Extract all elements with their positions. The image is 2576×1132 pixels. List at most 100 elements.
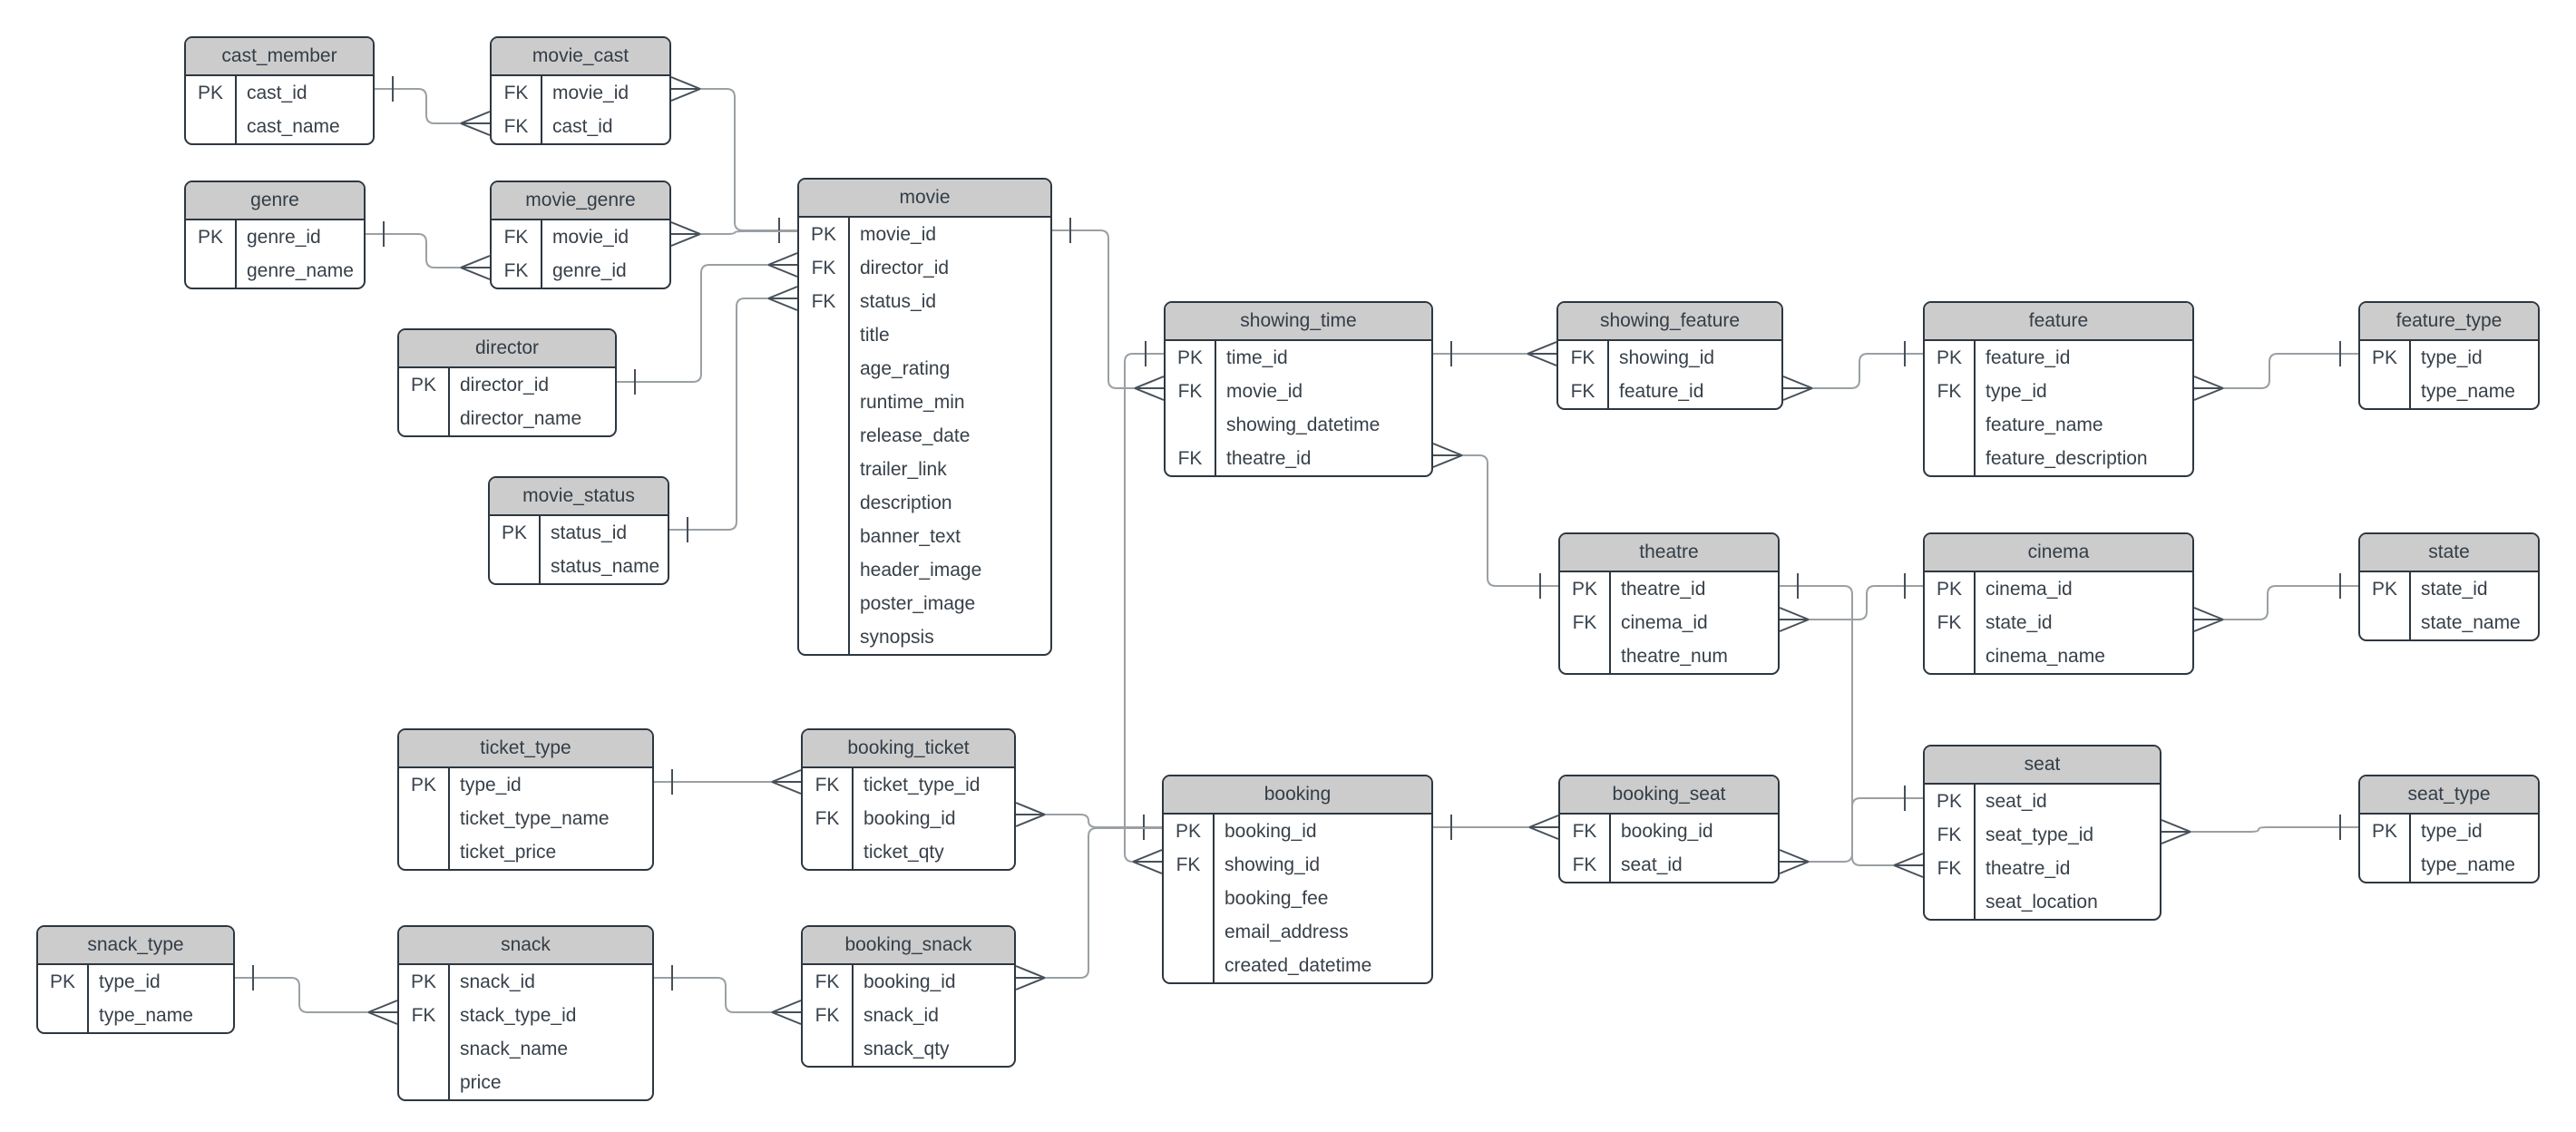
entity-title: seat_type	[2360, 776, 2538, 815]
key-badge: PK	[1925, 572, 1976, 606]
attribute-name: movie_id	[860, 224, 937, 245]
entity-title: theatre	[1560, 534, 1778, 572]
key-badge: FK	[1925, 852, 1976, 885]
cardinality-marker	[1527, 353, 1557, 366]
attribute-name: state_id	[1986, 612, 2053, 633]
attribute-name: booking_id	[864, 808, 956, 829]
key-badge: PK	[799, 218, 850, 251]
key-badge	[799, 453, 850, 486]
relationship-line	[671, 88, 797, 231]
cardinality-marker	[771, 1000, 802, 1013]
entity-row: trailer_link	[799, 453, 1050, 486]
attribute-name: ticket_price	[460, 842, 557, 863]
relationship-line	[1780, 797, 1923, 863]
cardinality-marker	[1782, 387, 1813, 401]
attribute-name: price	[460, 1072, 502, 1093]
key-badge	[799, 553, 850, 587]
cardinality-marker	[2193, 387, 2224, 401]
attribute-name: time_id	[1226, 347, 1288, 368]
cardinality-marker	[670, 76, 701, 90]
key-badge: FK	[1166, 375, 1216, 408]
key-badge: PK	[38, 965, 89, 999]
cardinality-marker	[1432, 454, 1463, 468]
key-badge	[799, 520, 850, 553]
key-badge: PK	[1166, 341, 1216, 375]
attribute-name: theatre_num	[1621, 646, 1728, 667]
cardinality-marker	[771, 769, 802, 783]
key-badge	[1166, 408, 1216, 442]
entity-title: showing_time	[1166, 303, 1431, 341]
attribute-name: booking_id	[864, 971, 956, 992]
key-badge: PK	[1925, 341, 1976, 375]
key-badge	[1164, 949, 1215, 982]
key-badge: PK	[1560, 572, 1611, 606]
key-badge: FK	[492, 110, 542, 143]
cardinality-marker	[670, 233, 701, 247]
entity-row: price	[399, 1066, 652, 1099]
key-badge: PK	[399, 768, 450, 802]
entity-row: state_name	[2360, 606, 2538, 639]
entity-title: booking_snack	[803, 927, 1014, 965]
entity-title: cast_member	[186, 38, 373, 76]
cardinality-marker	[1779, 619, 1810, 632]
entity-row: cinema_name	[1925, 639, 2192, 673]
cardinality-marker	[1779, 861, 1810, 874]
key-badge	[799, 318, 850, 352]
key-badge	[803, 1032, 854, 1066]
attribute-name: seat_id	[1986, 791, 2047, 812]
key-badge	[186, 254, 237, 288]
key-badge	[186, 110, 237, 143]
relationship-line	[2194, 353, 2358, 389]
attribute-name: genre_id	[247, 227, 321, 248]
entity-row: theatre_num	[1560, 639, 1778, 673]
entity-row: snack_qty	[803, 1032, 1014, 1066]
key-badge	[1925, 885, 1976, 919]
key-badge	[1925, 442, 1976, 475]
entity-row: feature_name	[1925, 408, 2192, 442]
cardinality-marker	[1782, 376, 1813, 389]
entity-row: snack_name	[399, 1032, 652, 1066]
attribute-name: seat_location	[1986, 892, 2098, 912]
attribute-name: theatre_id	[1621, 579, 1706, 600]
relationship-line	[1016, 827, 1162, 979]
key-badge: FK	[399, 999, 450, 1032]
entity-row: feature_description	[1925, 442, 2192, 475]
cardinality-marker	[670, 88, 701, 102]
attribute-name: cinema_id	[1986, 579, 2073, 600]
attribute-name: cast_name	[247, 116, 340, 137]
attribute-name: genre_name	[247, 260, 354, 281]
entity-title: showing_feature	[1558, 303, 1781, 341]
key-badge: PK	[2360, 341, 2411, 375]
entity-row: PK genre_id	[186, 220, 364, 254]
attribute-name: booking_fee	[1225, 888, 1329, 909]
key-badge	[799, 486, 850, 520]
entity-row: FK theatre_id	[1925, 852, 2160, 885]
key-badge: PK	[186, 220, 237, 254]
key-badge: FK	[1558, 375, 1609, 408]
attribute-name: theatre_id	[1986, 858, 2071, 879]
attribute-name: director_name	[460, 408, 582, 429]
relationship-line	[1783, 353, 1923, 389]
entity-title: movie	[799, 180, 1050, 218]
attribute-name: ticket_type_name	[460, 808, 610, 829]
attribute-name: cast_id	[247, 83, 307, 103]
entity-row: genre_name	[186, 254, 364, 288]
entity-row: ticket_price	[399, 835, 652, 869]
entity-row: poster_image	[799, 587, 1050, 620]
